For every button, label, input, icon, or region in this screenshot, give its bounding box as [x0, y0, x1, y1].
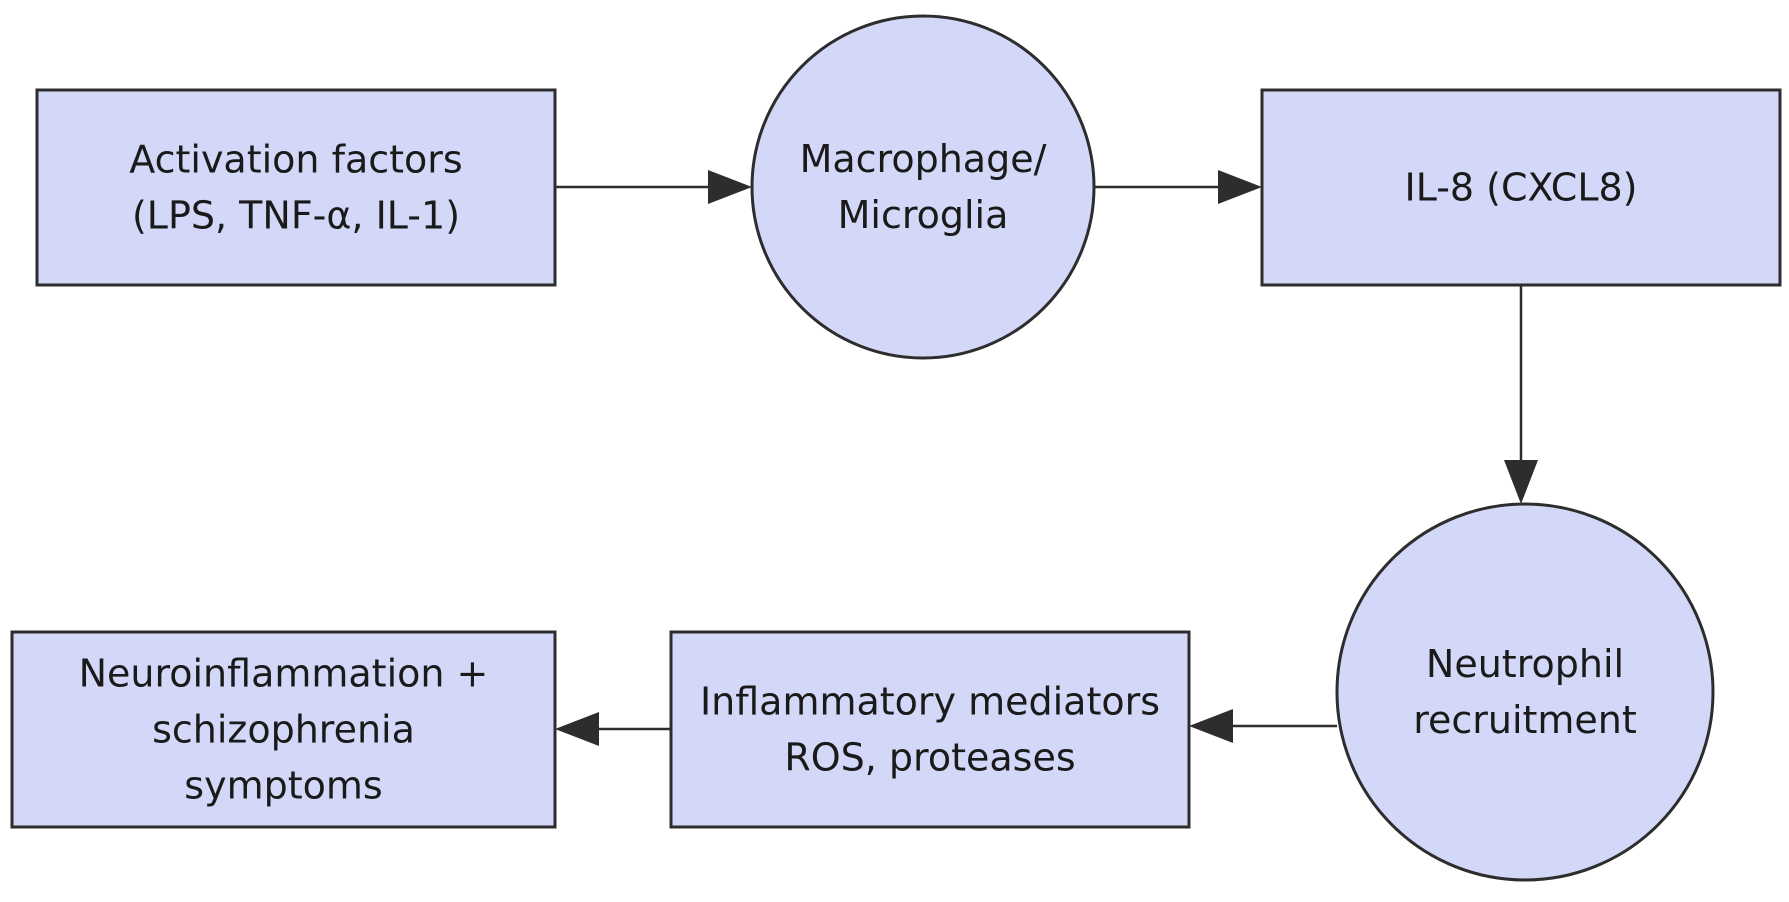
arrow-macrophage-to-il8 — [1094, 170, 1262, 204]
arrow-mediators-to-outcome — [555, 712, 671, 746]
outcome-label-line-3: symptoms — [184, 764, 382, 808]
activation-label-line-1: Activation factors — [129, 138, 462, 182]
neutrophil-label-line-1: Neutrophil — [1426, 642, 1624, 686]
arrowhead — [1189, 709, 1233, 743]
mediators-label-line-2: ROS, proteases — [784, 736, 1075, 780]
outcome-box — [10, 630, 557, 829]
arrow-il8-to-neutrophil — [1504, 285, 1538, 504]
activation-label-line-2: (LPS, TNF-α, IL-1) — [132, 194, 460, 238]
activation-box — [35, 88, 557, 287]
node-neutrophil: Neutrophil recruitment — [1335, 502, 1715, 882]
arrowhead — [1504, 460, 1538, 504]
il8-box — [1260, 88, 1782, 287]
arrow-neutrophil-to-mediators — [1189, 709, 1337, 743]
outcome-label-line-1: Neuroinflammation + — [79, 652, 489, 696]
node-outcome: Neuroinflammation + schizophrenia symptoms — [10, 630, 557, 829]
neutrophil-circle — [1335, 502, 1715, 882]
macrophage-circle — [750, 14, 1096, 360]
arrowhead — [555, 712, 599, 746]
node-macrophage: Macrophage/Microglia — [750, 14, 1096, 360]
mediators-box — [669, 630, 1191, 829]
arrowhead — [1218, 170, 1262, 204]
macrophage-label-line-1: Macrophage/ — [800, 137, 1047, 181]
neutrophil-label-line-2: recruitment — [1413, 698, 1637, 742]
il8-label-line-1: IL-8 (CXCL8) — [1404, 166, 1637, 210]
node-il8: IL-8 (CXCL8) — [1260, 88, 1782, 287]
mediators-label-line-1: Inflammatory mediators — [700, 680, 1160, 724]
node-activation: Activation factors (LPS, TNF-α, IL-1) — [35, 88, 557, 287]
arrowhead — [708, 170, 752, 204]
arrow-activation-to-macrophage — [555, 170, 752, 204]
macrophage-label-line-2: Microglia — [838, 193, 1009, 237]
outcome-label-line-2: schizophrenia — [152, 708, 415, 752]
